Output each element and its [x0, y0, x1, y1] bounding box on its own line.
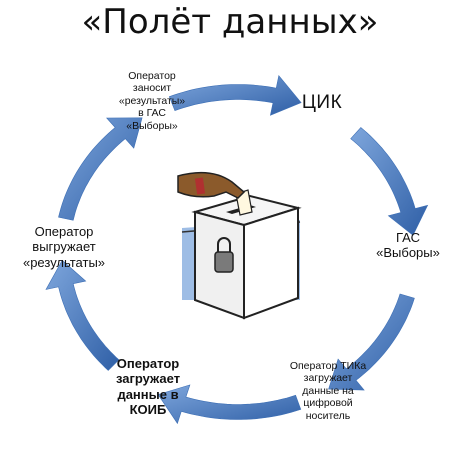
- step-cik-label: ЦИК: [301, 92, 343, 113]
- cycle-arrows: [45, 75, 429, 425]
- step-tik-operator-label: Оператор ТИКа загружает данные на цифров…: [289, 360, 367, 422]
- curved-arrow-icon: [328, 293, 415, 391]
- step-operator-exports-label: Оператор выгружает «результаты»: [22, 224, 106, 270]
- curved-arrow-icon: [157, 384, 302, 425]
- curved-arrow-icon: [350, 127, 429, 236]
- ballot-box-icon: [177, 171, 302, 320]
- step-operator-enters-label: Оператор заносит «результаты» в ГАС «Выб…: [118, 70, 186, 132]
- curved-arrow-icon: [45, 259, 120, 371]
- curved-arrow-icon: [168, 75, 302, 116]
- step-gas-label: ГАС «Выборы»: [376, 230, 440, 261]
- diagram-title: «Полёт данных»: [81, 2, 379, 42]
- step-koib-operator-label: Оператор загружает данные в КОИБ: [115, 356, 181, 417]
- curved-arrow-icon: [58, 117, 143, 221]
